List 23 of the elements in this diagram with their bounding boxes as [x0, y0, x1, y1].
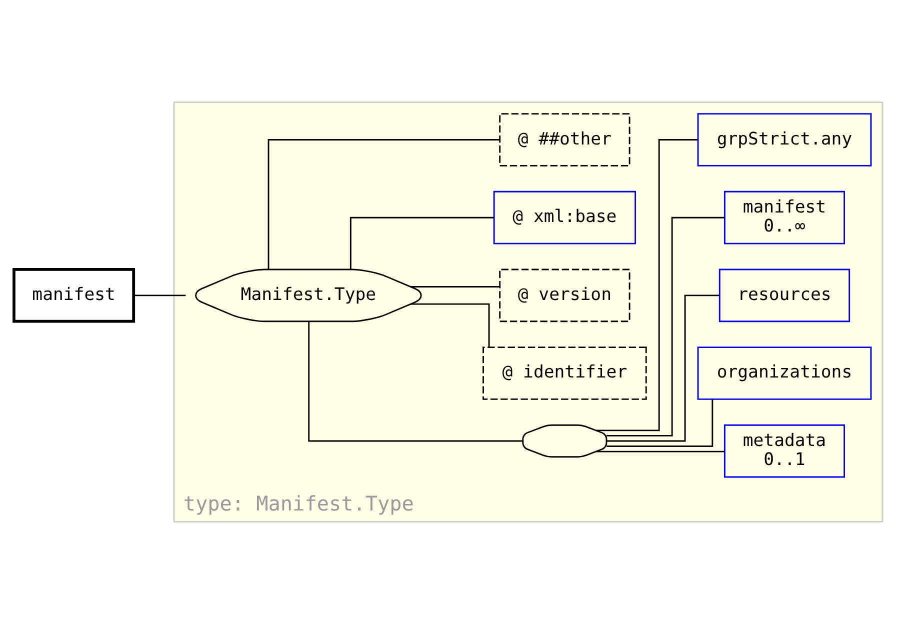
connector [606, 399, 714, 447]
node-box: manifest [12, 268, 136, 323]
node-box: resources [718, 268, 850, 322]
connector [596, 139, 698, 432]
node-box: manifest 0..∞ [724, 190, 846, 244]
connector [268, 139, 500, 270]
node-box: @ ##other [499, 113, 630, 166]
node-box: grpStrict.any [697, 113, 872, 166]
connector [410, 303, 490, 348]
node-ellipse: Manifest.Type [195, 268, 422, 322]
connector [308, 321, 522, 442]
node-box: metadata 0..1 [724, 424, 846, 478]
connector [410, 286, 500, 288]
node-box: @ identifier [482, 346, 647, 400]
node-octagon [522, 424, 608, 458]
connector [596, 450, 724, 452]
connector [134, 294, 186, 296]
node-box: @ xml:base [493, 190, 636, 244]
node-box: @ version [499, 268, 630, 322]
node-box: organizations [697, 346, 872, 400]
connector [606, 294, 720, 442]
connector [350, 216, 494, 270]
connector [606, 216, 724, 436]
